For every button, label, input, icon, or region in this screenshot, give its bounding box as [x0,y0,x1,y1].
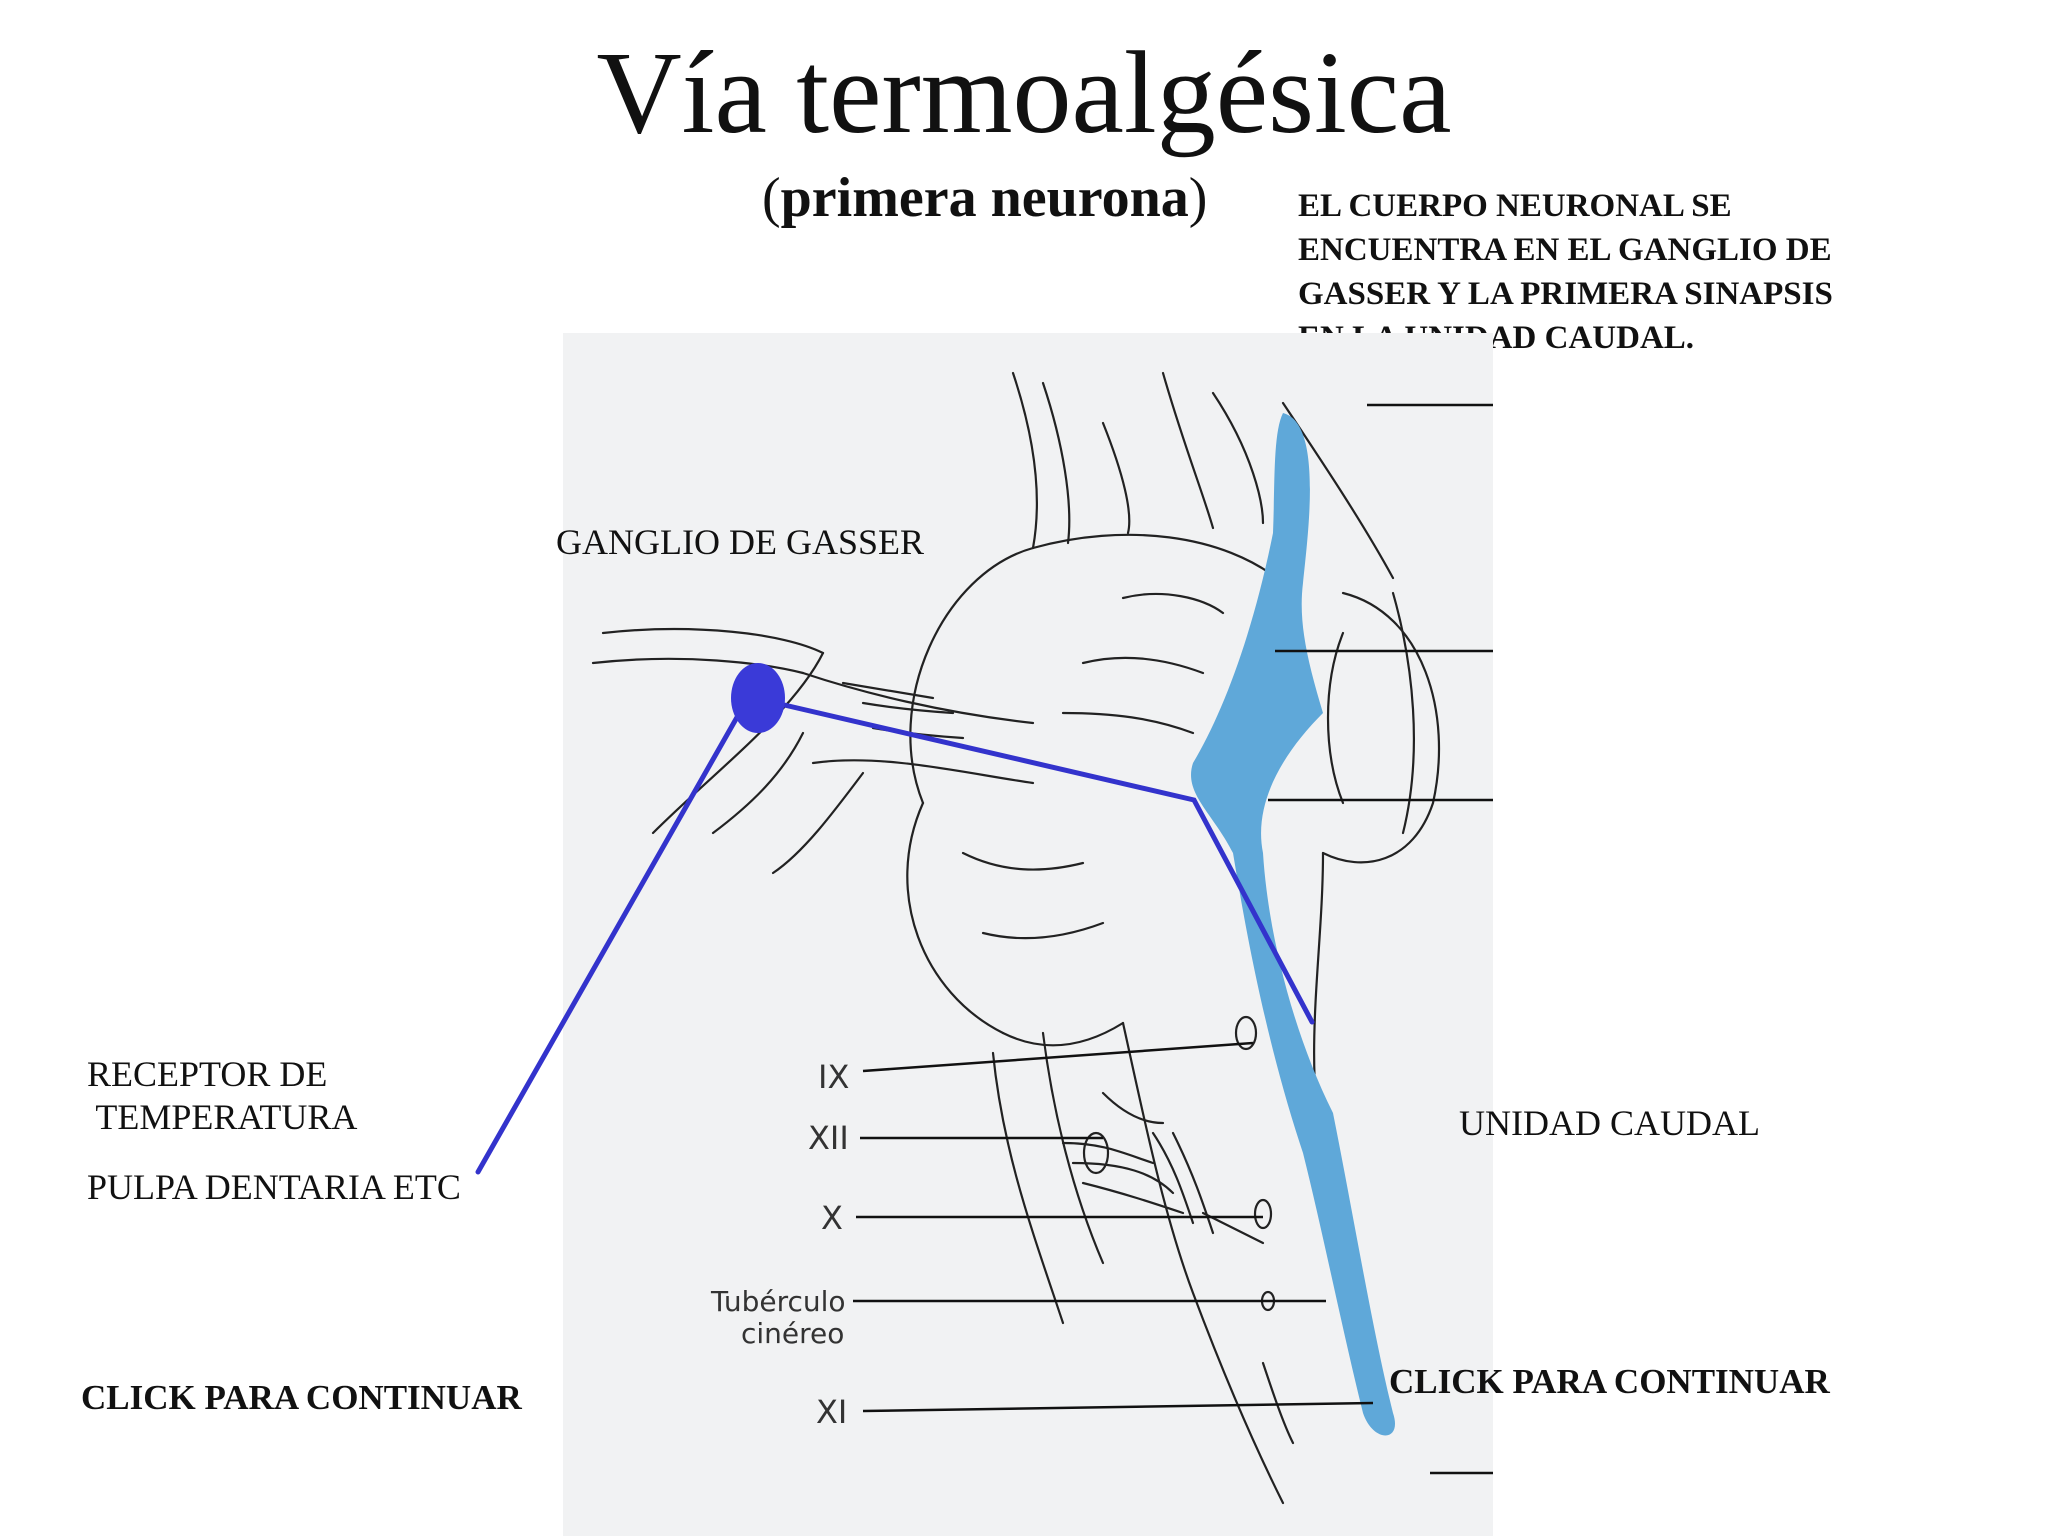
label-tuberculo-2: cinéreo [741,1317,844,1350]
medulla-outline [1041,1031,1105,1265]
pons-outline [1001,1021,1125,1047]
cranial-nerve-stump [1082,1131,1110,1175]
label-pulpa-dentaria: PULPA DENTARIA ETC [87,1167,461,1207]
cerebellum-outline [1321,591,1441,864]
continue-button-right[interactable]: CLICK PARA CONTINUAR [1389,1362,1830,1401]
label-ganglio-gasser: GANGLIO DE GASSER [556,522,924,562]
pons-outline [1031,533,1285,585]
cranial-rootlet [1171,1131,1215,1235]
cranial-rootlet [1071,1161,1175,1195]
pons-fiber [1121,592,1225,615]
continue-button-left[interactable]: CLICK PARA CONTINUAR [81,1378,522,1417]
cerebellum-edge [1391,591,1415,835]
cranial-rootlet [1101,1091,1165,1125]
note-line: ENCUENTRA EN EL GANGLIO DE [1298,232,1832,268]
label-receptor-line1: RECEPTOR DE [87,1054,328,1094]
page-subtitle: (primera neurona) [762,166,1207,230]
label-xi: XI [816,1393,847,1431]
cranial-nerve-stump [1253,1198,1273,1230]
spinal-trigeminal-nucleus [1191,413,1396,1436]
subtitle-open-paren: ( [762,167,781,229]
cranial-rootlet [1081,1181,1185,1215]
brainstem-illustration: IX XII X Tubérculo cinéreo XI [563,333,1493,1536]
subtitle-close-paren: ) [1188,167,1208,229]
pons-fiber [1081,656,1205,675]
peduncle-line [1211,391,1265,525]
note-line: EL CUERPO NEURONAL SE [1298,188,1732,224]
label-xii: XII [808,1119,849,1157]
note-line: GASSER Y LA PRIMERA SINAPSIS [1298,276,1833,312]
peduncle-line [1101,421,1131,535]
medulla-outline [991,1051,1065,1325]
label-receptor-line2: TEMPERATURA [87,1097,358,1137]
peduncle-line [1161,371,1215,530]
page-title: Vía termoalgésica [596,27,1452,158]
peduncle-line [1011,371,1039,550]
cranial-rootlet [1061,1141,1155,1165]
trigeminal-root [591,657,805,675]
medulla-outline [1121,1021,1285,1505]
cranial-rootlet [1151,1131,1195,1225]
label-line-xi [862,1401,1374,1413]
label-line-ix [862,1041,1254,1073]
cranial-rootlet [1261,1361,1295,1445]
peduncle-line [1041,381,1071,545]
trigeminal-root [601,627,825,655]
label-unidad-caudal: UNIDAD CAUDAL [1459,1103,1760,1143]
label-tuberculo-1: Tubérculo [710,1285,846,1318]
nerve-fiber [841,681,935,700]
subtitle-bold-text: primera neurona [780,167,1189,229]
label-ix: IX [818,1058,849,1096]
label-x: X [821,1199,843,1237]
